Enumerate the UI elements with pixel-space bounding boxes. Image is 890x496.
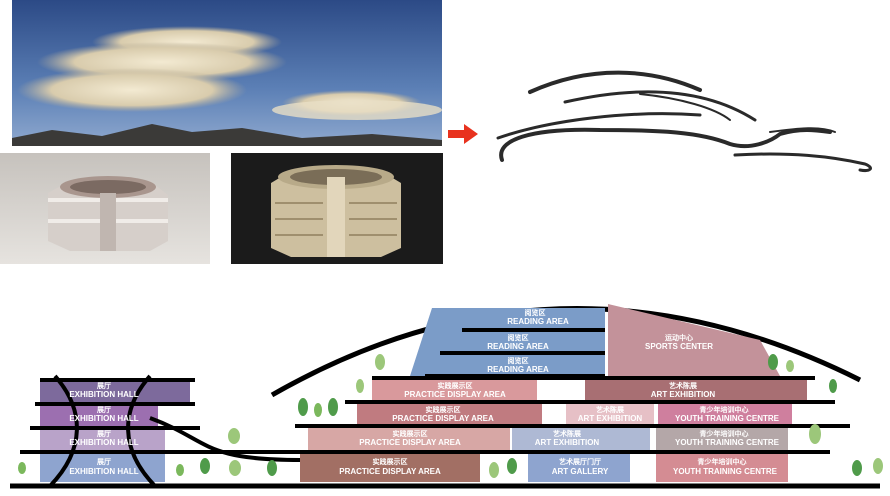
art-exhibition-2-zh: 艺术陈展: [596, 405, 625, 414]
youth-training-2-en: YOUTH TRAINING CENTRE: [675, 438, 780, 447]
practice-display-block-4: [300, 452, 480, 482]
art-exhibition-block-2: [566, 404, 654, 426]
practice-display-2-en: PRACTICE DISPLAY AREA: [392, 414, 494, 423]
practice-display-4-en: PRACTICE DISPLAY AREA: [339, 467, 441, 476]
trees-decor: [18, 354, 883, 478]
jade-cong-photo-1: [0, 153, 210, 264]
transform-arrow-icon: [448, 124, 478, 144]
sports-center-block: [608, 304, 780, 376]
reading-area-2-zh: 阅览区: [508, 333, 529, 342]
brush-sketch: [490, 60, 880, 180]
art-gallery-zh: 艺术展厅门厅: [559, 457, 601, 466]
exhibition-hall-1-en: EXHIBITION HALL: [69, 390, 138, 399]
art-gallery-en: ART GALLERY: [552, 467, 609, 476]
practice-display-4-zh: 实践展示区: [373, 457, 408, 466]
art-exhibition-3-zh: 艺术陈展: [553, 429, 582, 438]
practice-display-block-3: [308, 428, 510, 450]
reading-area-1-zh: 阅览区: [525, 308, 546, 317]
exhibition-hall-block-4: [40, 452, 165, 482]
exhibition-hall-3-zh: 展厅: [96, 429, 111, 438]
youth-training-block-2: [656, 428, 788, 450]
art-exhibition-2-en: ART EXHIBITION: [578, 414, 643, 423]
practice-display-3-en: PRACTICE DISPLAY AREA: [359, 438, 461, 447]
exhibition-hall-4-en: EXHIBITION HALL: [69, 467, 138, 476]
art-exhibition-3-en: ART EXHIBITION: [535, 438, 600, 447]
sports-center-en: SPORTS CENTER: [645, 342, 713, 351]
practice-display-block-2: [357, 404, 542, 426]
art-exhibition-block-1: [585, 380, 807, 402]
reading-area-2-en: READING AREA: [487, 342, 549, 351]
art-exhibition-1-en: ART EXHIBITION: [651, 390, 716, 399]
exhibition-hall-block-2: [40, 404, 158, 428]
youth-training-block-3: [656, 452, 788, 482]
exhibition-hall-3-en: EXHIBITION HALL: [69, 438, 138, 447]
reading-area-3-en: READING AREA: [487, 365, 549, 374]
youth-training-block-1: [658, 404, 792, 426]
practice-display-3-zh: 实践展示区: [393, 429, 428, 438]
exhibition-hall-2-en: EXHIBITION HALL: [69, 414, 138, 423]
art-gallery-block: [528, 452, 630, 482]
reading-area-1-en: READING AREA: [507, 317, 569, 326]
youth-training-2-zh: 青少年培训中心: [700, 429, 749, 438]
sports-center-zh: 运动中心: [665, 333, 693, 342]
lenticular-cloud-photo: [12, 0, 442, 146]
exhibition-hall-block-3: [40, 428, 165, 452]
art-exhibition-1-zh: 艺术陈展: [669, 381, 698, 390]
practice-display-block-1: [372, 380, 537, 402]
youth-training-3-en: YOUTH TRAINING CENTRE: [673, 467, 778, 476]
youth-training-3-zh: 青少年培训中心: [698, 457, 747, 466]
practice-display-2-zh: 实践展示区: [426, 405, 461, 414]
practice-display-1-en: PRACTICE DISPLAY AREA: [404, 390, 506, 399]
youth-training-1-zh: 青少年培训中心: [700, 405, 749, 414]
exhibition-hall-1-zh: 展厅: [96, 381, 111, 390]
exhibition-hall-2-zh: 展厅: [96, 405, 111, 414]
art-exhibition-block-3: [512, 428, 650, 450]
reading-area-3-zh: 阅览区: [508, 356, 529, 365]
jade-cong-photo-2: [231, 153, 443, 264]
building-section-diagram: 阅览区 READING AREA 阅览区 READING AREA 阅览区 RE…: [0, 290, 890, 491]
exhibition-hall-4-zh: 展厅: [96, 457, 111, 466]
practice-display-1-zh: 实践展示区: [438, 381, 473, 390]
youth-training-1-en: YOUTH TRAINING CENTRE: [675, 414, 780, 423]
reading-area-block: [410, 308, 605, 376]
